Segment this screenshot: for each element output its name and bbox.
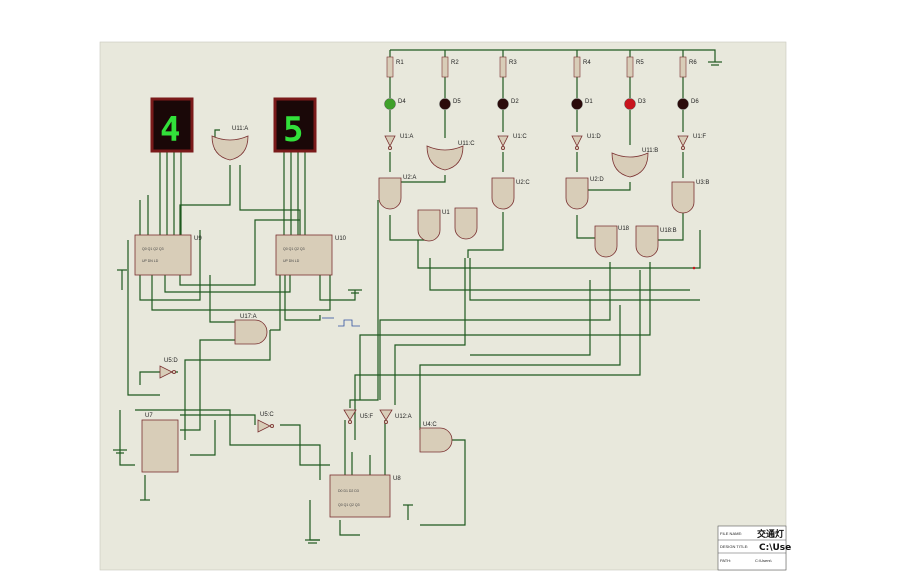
counter-u8: D0 D1 D2 D3 Q0 Q1 Q2 Q3 [329,474,391,518]
counter-u10: Q0 Q1 Q2 Q3 UP DN LD [275,234,333,276]
svg-text:Q0 Q1 Q2 Q3: Q0 Q1 Q2 Q3 [142,247,164,251]
label-u5c: U5:C [260,412,274,418]
label-u5d: U5:D [164,358,178,364]
resistor-row [386,56,687,78]
label-r3: R3 [509,60,517,66]
led-label-d6: D6 [691,99,699,105]
label-u11b: U11:B [642,148,658,154]
title-block-row1-label: FILE NAME: [720,531,742,536]
wire-network [113,49,722,544]
display-left: 4 [150,97,194,153]
inverter-gates [159,135,689,433]
label-u2d: U2:D [590,177,604,183]
led-d2 [497,98,509,110]
schematic-sheet [99,41,787,571]
led-label-d2: D2 [511,99,519,105]
led-row: D4 D5 D2 D1 D3 D6 [384,98,699,110]
svg-text:D0 D1 D2 D3: D0 D1 D2 D3 [338,489,359,493]
label-u5f: U5:F [360,414,373,420]
label-u1a: U1:A [400,134,413,140]
label-u3b: U3:B [696,180,709,186]
label-u17a: U17:A [240,314,257,320]
title-block-row3-label: PATH: [720,558,731,563]
label-u18b: U18:B [660,228,677,234]
label-u12a: U12:A [395,414,412,420]
label-r5: R5 [636,60,644,66]
chip-u7 [141,419,179,473]
counter-u9: Q0 Q1 Q2 Q3 UP DN LD [134,234,192,276]
label-u11a: U11:A [232,126,248,132]
led-d5 [439,98,451,110]
label-r4: R4 [583,60,591,66]
label-r1: R1 [396,60,404,66]
resistor-labels: R1 R2 R3 R4 R5 R6 [396,60,697,66]
title-block: FILE NAME: 交通灯 DESIGN TITLE: C:\Use PATH… [717,525,791,571]
display-left-digit: 4 [160,110,180,150]
probe-dot [692,266,696,270]
display-right-digit: 5 [283,110,303,150]
title-block-row1-value: 交通灯 [757,528,784,540]
probe-symbol [322,317,360,327]
label-u10: U10 [335,236,347,242]
component-labels: U11:A U1:A U11:C U1:C U1:D U11:B U1:F U2… [145,126,709,482]
svg-text:Q0 Q1 Q2 Q3: Q0 Q1 Q2 Q3 [283,247,305,251]
led-label-d3: D3 [638,99,646,105]
led-label-d4: D4 [398,99,406,105]
label-u1c: U1:C [513,134,527,140]
led-d3 [624,98,636,110]
and-gates [234,177,695,453]
label-u2c: U2:C [516,180,530,186]
led-label-d1: D1 [585,99,593,105]
display-right: 5 [273,97,317,153]
led-d6 [677,98,689,110]
label-r6: R6 [689,60,697,66]
label-u1-pair: U1 [442,210,450,216]
label-u1d: U1:D [587,134,601,140]
led-label-d5: D5 [453,99,461,105]
led-d1 [571,98,583,110]
svg-text:UP DN LD: UP DN LD [283,259,300,263]
title-block-row2-label: DESIGN TITLE: [720,544,748,549]
label-u11c: U11:C [458,141,475,147]
label-u8: U8 [393,476,401,482]
label-r2: R2 [451,60,459,66]
svg-text:Q0 Q1 Q2 Q3: Q0 Q1 Q2 Q3 [338,503,360,507]
title-block-row3-value: C:\Users\ [755,558,773,563]
label-u4c: U4:C [423,422,437,428]
label-u2a: U2:A [403,175,416,181]
or-gates [211,135,649,178]
label-u18: U18 [618,226,630,232]
title-block-row2-value: C:\Use [759,543,791,553]
label-u7: U7 [145,413,153,419]
svg-text:UP DN LD: UP DN LD [142,259,159,263]
label-u1f: U1:F [693,134,706,140]
led-d4 [384,98,396,110]
label-u9: U9 [194,236,202,242]
